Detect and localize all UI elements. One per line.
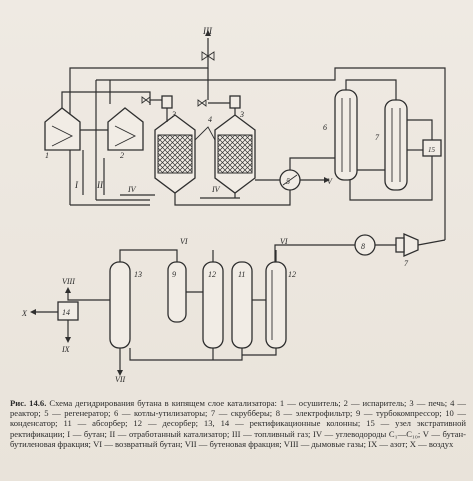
svg-text:II: II [96, 180, 104, 190]
unit-12-desorber: 12 [202, 261, 224, 349]
unit-12-desorber-right: 12 [265, 261, 296, 349]
svg-text:IX: IX [61, 345, 71, 354]
unit-7-scrubber: 7 [375, 99, 408, 191]
unit-1-dryer: 1 [44, 107, 81, 160]
unit-4-reactor-right [214, 114, 256, 194]
svg-text:14: 14 [62, 308, 70, 317]
svg-text:2: 2 [120, 151, 124, 160]
svg-text:3: 3 [239, 110, 244, 119]
unit-8-electrofilter: 7 [395, 233, 419, 268]
valve-fuel-gas [201, 51, 215, 61]
unit-6-waste-heat-boiler: 6 [323, 89, 358, 181]
svg-text:I: I [74, 180, 79, 190]
unit-11-absorber: 11 [231, 261, 253, 349]
svg-text:1: 1 [45, 151, 49, 160]
figure-caption: Рис. 14.6. Схема дегидрирования бутана в… [10, 398, 466, 449]
unit-10-condenser: 9 [167, 261, 187, 323]
svg-text:13: 13 [134, 270, 142, 279]
svg-text:7: 7 [375, 133, 380, 142]
unit-2-evaporator: 2 [107, 107, 144, 160]
figure-legend: 1 — осушитель; 2 — испаритель; 3 — печь;… [10, 398, 466, 449]
svg-text:X: X [21, 309, 28, 318]
svg-text:V: V [327, 177, 333, 186]
process-flow-diagram: III 1 2 3 3 [21, 26, 446, 384]
svg-text:VII: VII [115, 375, 126, 384]
figure-title: Схема дегидрирования бутана в кипящем сл… [49, 398, 277, 408]
svg-text:12: 12 [288, 270, 296, 279]
svg-text:15: 15 [428, 146, 436, 154]
unit-15-extractive-rectification: 15 [422, 139, 442, 157]
unit-3-furnace-right: 3 [229, 95, 244, 119]
svg-text:IV: IV [211, 185, 221, 194]
svg-text:12: 12 [208, 270, 216, 279]
svg-text:IV: IV [127, 185, 137, 194]
unit-14-rectification-column: 14 [57, 301, 79, 321]
unit-9-turbocompressor: 8 [354, 234, 376, 256]
svg-text:VI: VI [180, 237, 188, 246]
unit-5-regenerator: 5 [279, 169, 301, 191]
figure-number: Рис. 14.6. [10, 398, 47, 408]
svg-text:4: 4 [208, 115, 212, 124]
stream-label-III: III [202, 26, 213, 36]
svg-text:7: 7 [404, 259, 409, 268]
svg-text:8: 8 [361, 242, 365, 251]
svg-text:5: 5 [286, 177, 290, 186]
svg-text:3: 3 [171, 110, 176, 119]
svg-text:VI: VI [280, 237, 288, 246]
unit-4-reactor-left [154, 114, 196, 194]
svg-text:11: 11 [238, 270, 245, 279]
svg-text:VIII: VIII [62, 277, 75, 286]
unit-13-rectification-column: 13 [109, 261, 142, 349]
svg-text:9: 9 [172, 270, 176, 279]
svg-text:6: 6 [323, 123, 327, 132]
